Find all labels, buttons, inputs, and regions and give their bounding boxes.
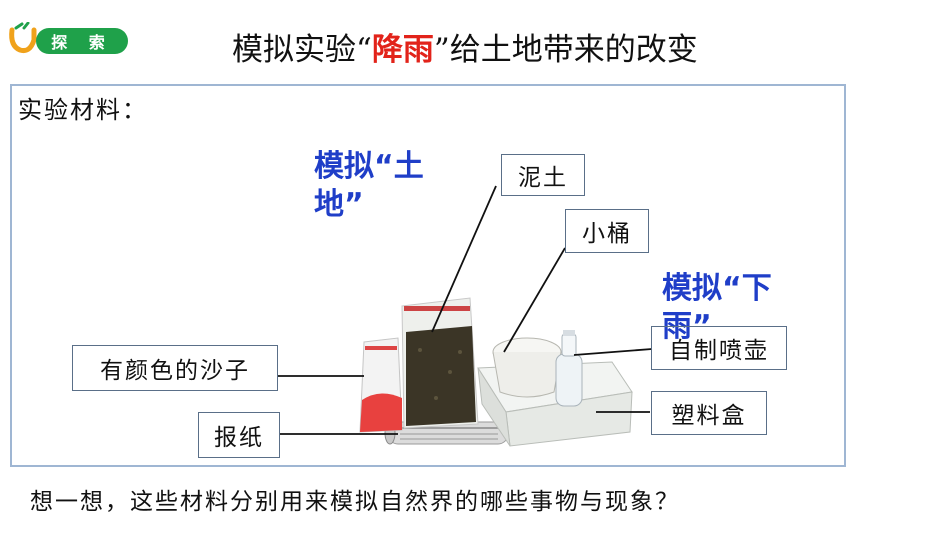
bucket-image: [492, 337, 562, 398]
title-suffix: ”给土地带来的改变: [433, 32, 698, 68]
mud-callout: 泥土: [501, 154, 585, 196]
title-highlight: 降雨: [371, 32, 434, 68]
newspaper-callout: 报纸: [198, 412, 280, 458]
colored-sand-bag-image: [359, 337, 403, 433]
bucket-callout: 小桶: [565, 209, 649, 253]
explore-badge: 探 索: [6, 22, 128, 56]
materials-frame: [10, 84, 846, 467]
plastic-box-callout: 塑料盒: [651, 391, 767, 435]
think-question: 想一想，这些材料分别用来模拟自然界的哪些事物与现象？: [30, 489, 680, 515]
soil-bag-image: [401, 297, 479, 429]
sprayer-callout: 自制喷壶: [651, 326, 787, 370]
explore-logo-icon: [9, 22, 37, 53]
bucket-pointer-line: [503, 247, 566, 353]
mud-pointer-line: [431, 185, 497, 333]
title-prefix: 模拟实验“: [232, 32, 372, 68]
simulate-land-label: 模拟“土地”: [314, 149, 424, 222]
explore-label: 探 索: [36, 28, 128, 54]
page-title: 模拟实验“降雨”给土地带来的改变: [232, 28, 698, 72]
materials-heading: 实验材料：: [18, 96, 148, 124]
colored-sand-callout: 有颜色的沙子: [72, 345, 278, 391]
sprayer-pointer-line: [573, 348, 653, 356]
sprayer-bottle-image: [555, 330, 583, 407]
